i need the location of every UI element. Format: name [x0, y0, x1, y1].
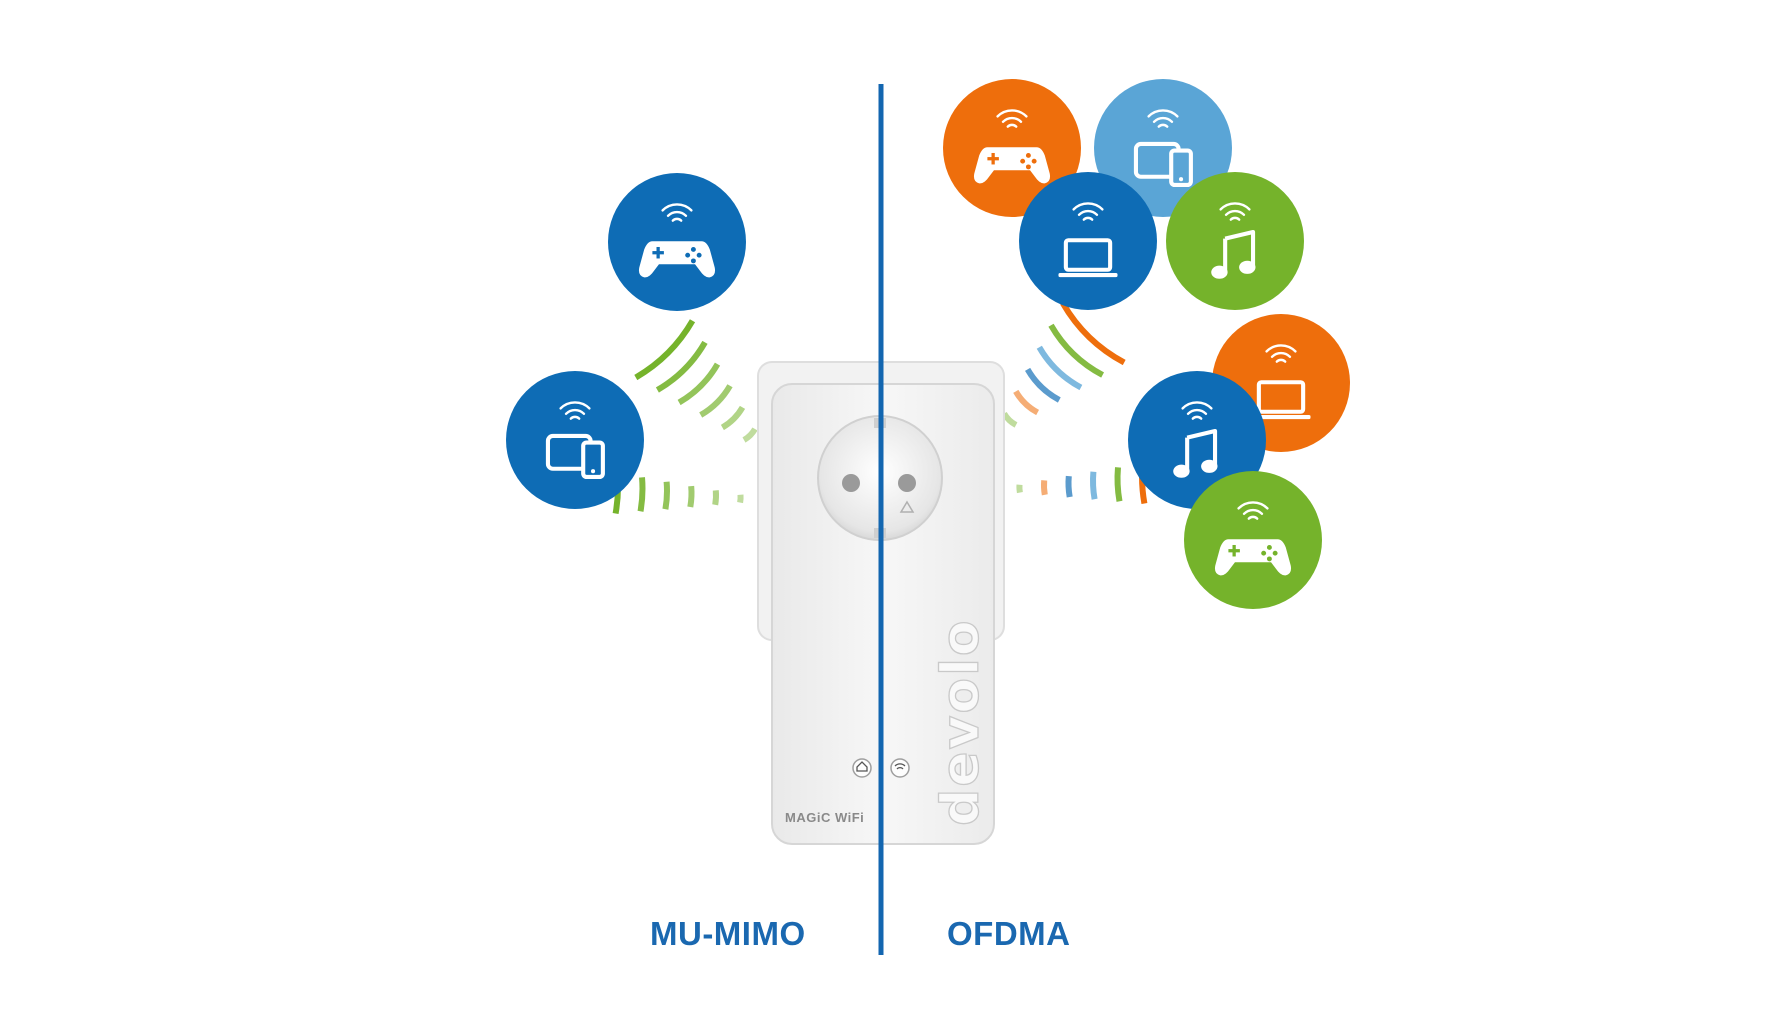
signal-wave-arc	[1001, 411, 1018, 428]
left-gamepad-blue-device	[608, 173, 746, 311]
product-label: MAGiC WiFi	[785, 810, 864, 825]
right-gamepad-green-device	[1184, 471, 1322, 609]
signal-wave-arc	[742, 427, 758, 443]
client-devices	[506, 79, 1350, 609]
signal-wave-arc	[637, 477, 646, 512]
signal-wave-arc	[1114, 467, 1123, 502]
signal-wave-arc	[655, 340, 708, 393]
signal-wave-arc	[1013, 389, 1040, 416]
device-circle	[1094, 79, 1232, 217]
signal-wave-arc	[1090, 471, 1098, 500]
signal-beam-lower-right	[1016, 462, 1148, 505]
signal-wave-arc	[712, 490, 720, 506]
right-tablet-phone-light_blue-device	[1094, 79, 1232, 217]
right-music-green-device	[1166, 172, 1304, 310]
signal-wave-arc	[1065, 475, 1073, 498]
signal-wave-arc	[1025, 367, 1061, 403]
signal-wave-arc	[699, 384, 733, 418]
signal-wave-arc	[1040, 480, 1048, 496]
signal-wave-arc	[677, 362, 721, 406]
wifi-button-icon	[894, 763, 906, 770]
home-button	[852, 758, 872, 778]
home-icon	[856, 761, 868, 772]
socket-pin-hole-right	[898, 474, 916, 492]
signal-wave-arc	[634, 319, 696, 381]
mu-mimo-label: MU-MIMO	[650, 915, 806, 952]
signal-beam-tablet	[612, 472, 744, 515]
signal-wave-arc	[1036, 345, 1083, 391]
device-circle	[1166, 172, 1304, 310]
brand-logo: devolo	[931, 618, 991, 826]
socket-pin-hole-left	[842, 474, 860, 492]
socket-warning-symbol	[899, 500, 915, 513]
signal-wave-arc	[687, 485, 695, 508]
signal-wave-arc	[1048, 323, 1105, 378]
signal-wave-arc	[662, 481, 670, 510]
left-tablet-phone-blue-device	[506, 371, 644, 509]
ofdma-label: OFDMA	[947, 915, 1071, 952]
right-gamepad-orange-device	[943, 79, 1081, 217]
signal-beam-upper-right	[1001, 301, 1126, 428]
signal-beam-gamepad	[634, 319, 758, 443]
device-circle	[506, 371, 644, 509]
signal-wave-arc	[1060, 301, 1126, 366]
right-laptop-blue-device	[1019, 172, 1157, 310]
signal-wave-arc	[720, 405, 746, 431]
